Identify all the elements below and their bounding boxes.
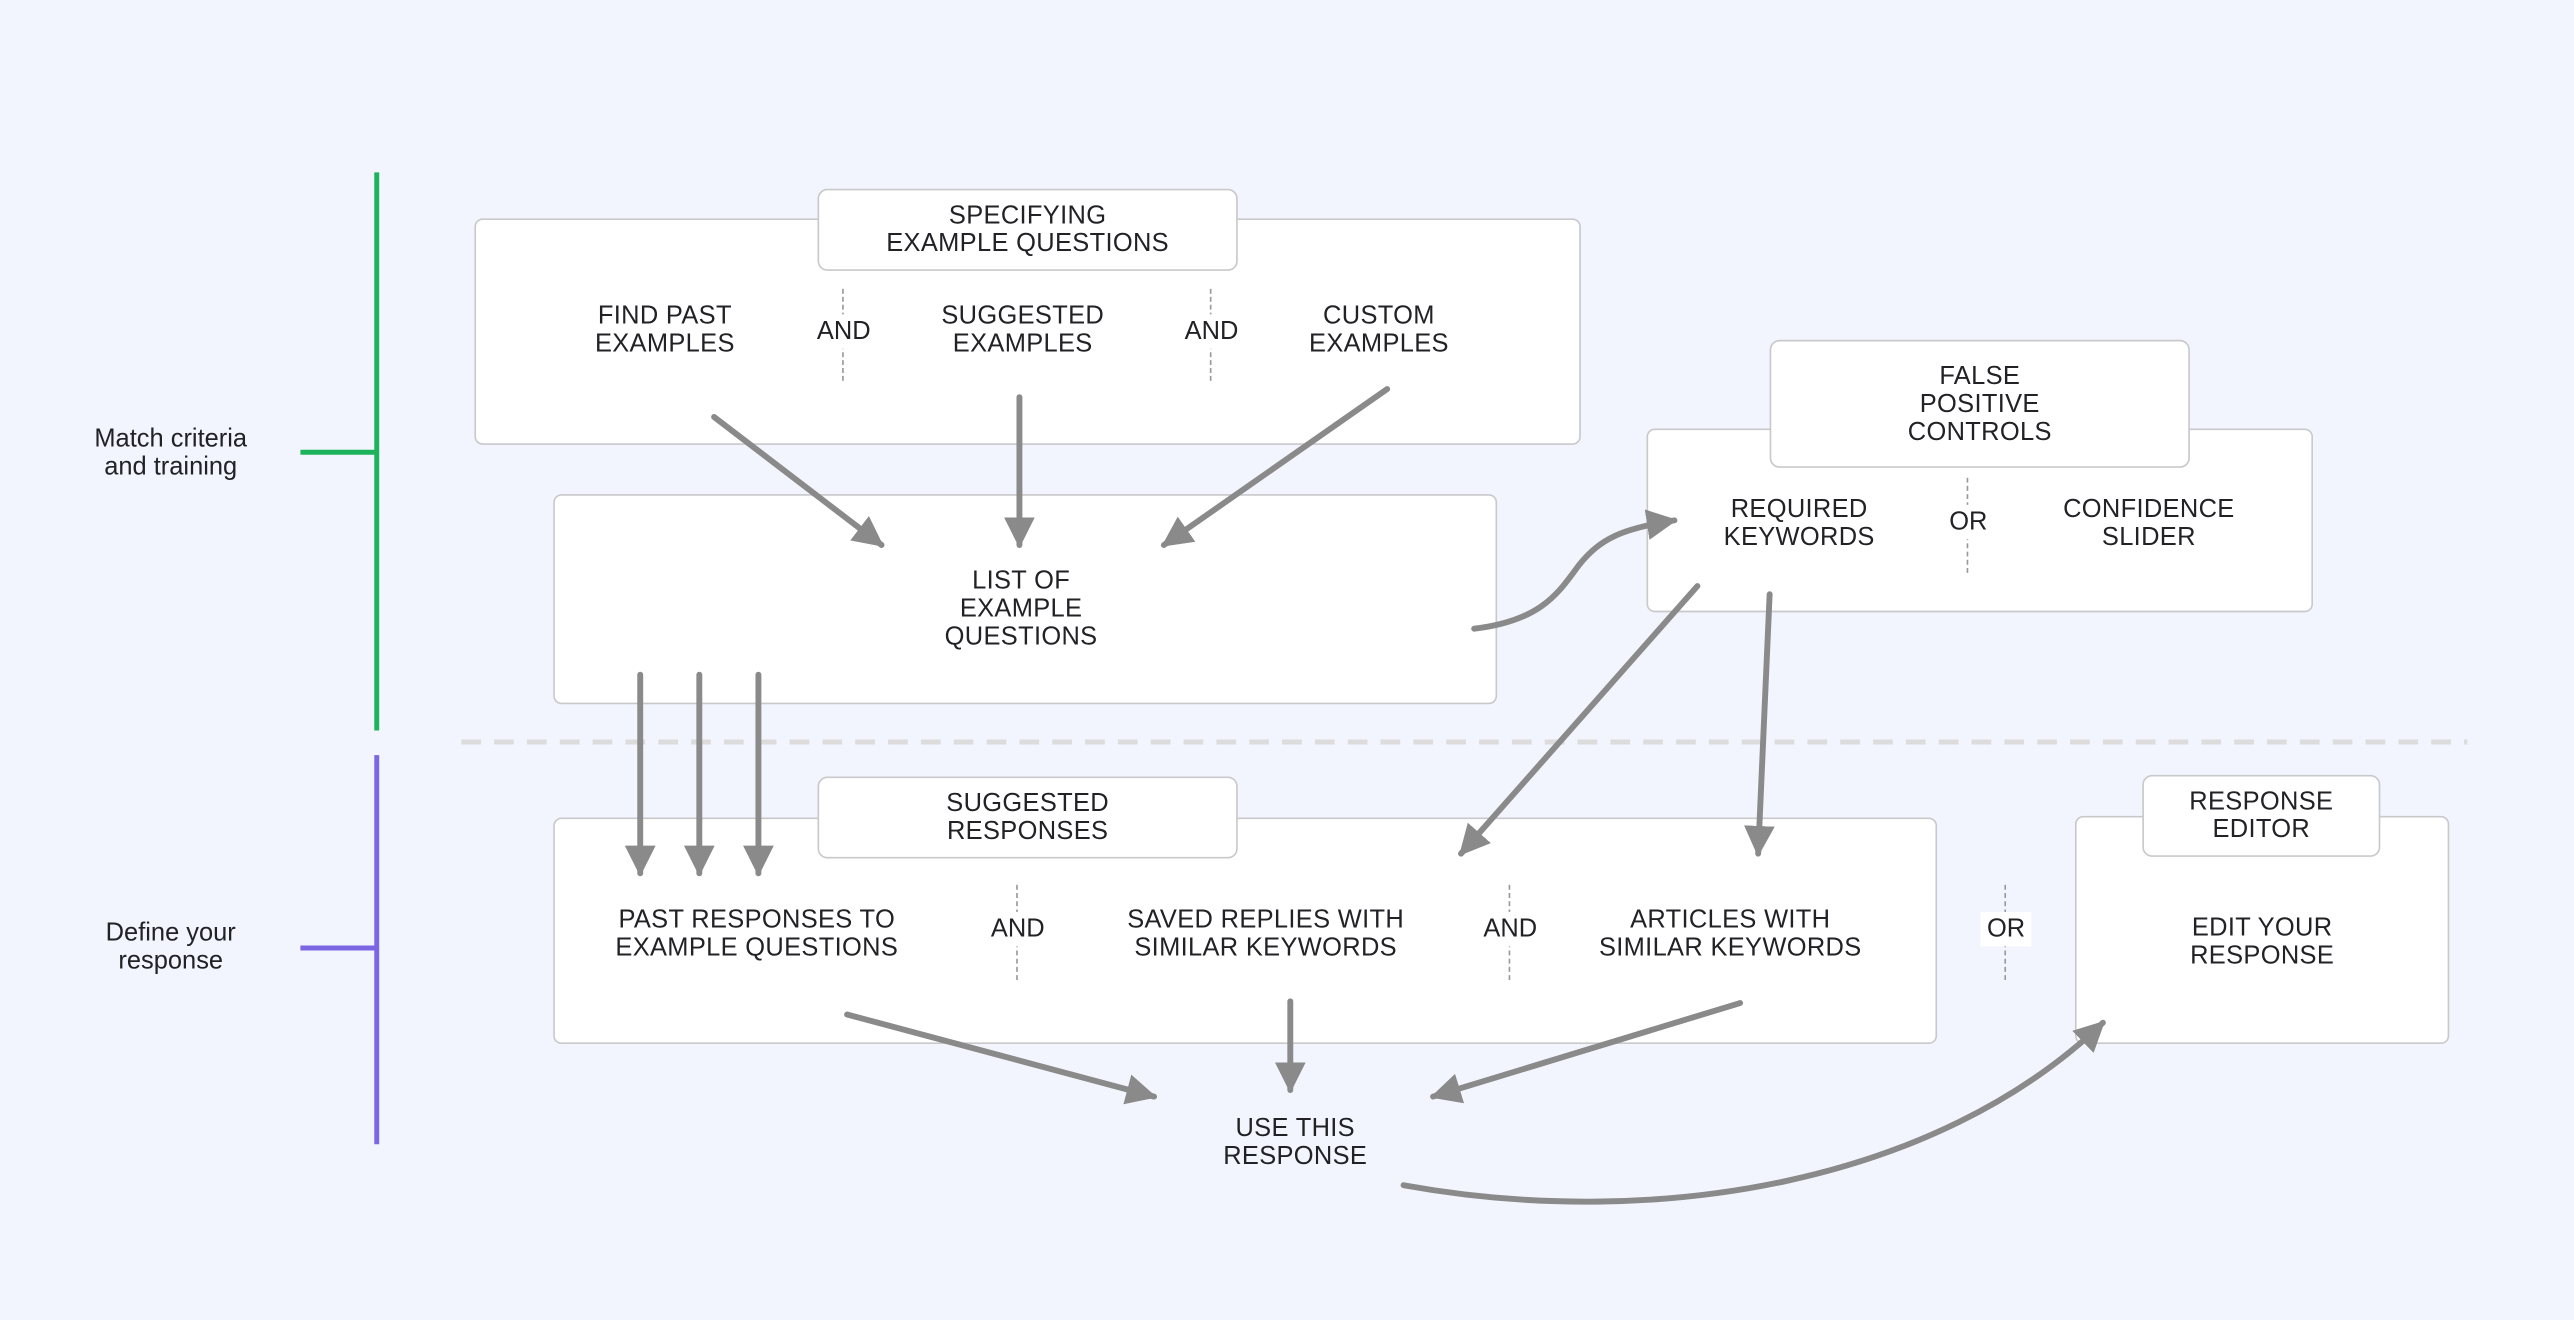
list-of-example-questions: LIST OF EXAMPLE QUESTIONS	[944, 567, 1098, 651]
arrow-use-this-to-edit-response	[1400, 1019, 2106, 1205]
arrow-required-keywords-to-saved-replies	[1458, 583, 1701, 857]
or-connector: OR	[1942, 504, 1994, 540]
arrow-find-past-to-list	[711, 414, 885, 548]
and-connector: AND	[1178, 314, 1245, 349]
edit-your-response[interactable]: EDIT YOUR RESPONSE	[2190, 914, 2335, 971]
confidence-slider[interactable]: CONFIDENCE SLIDER	[2063, 495, 2235, 552]
arrow-required-keywords-to-articles	[1744, 591, 1775, 857]
response-editor-title: RESPONSE EDITOR	[2189, 787, 2334, 844]
saved-replies-with-similar-keywords[interactable]: SAVED REPLIES WITH SIMILAR KEYWORDS	[1127, 906, 1405, 962]
arrow-past-responses-to-use-this	[844, 1011, 1158, 1105]
response-editor-title-tab: RESPONSE EDITOR	[2142, 774, 2381, 857]
suggested-responses-group	[553, 817, 1938, 1045]
suggested-examples[interactable]: SUGGESTED EXAMPLES	[941, 302, 1105, 358]
specifying-examples-title: SPECIFYING EXAMPLE QUESTIONS	[886, 201, 1169, 258]
required-keywords[interactable]: REQUIRED KEYWORDS	[1723, 495, 1875, 552]
suggested-responses-title: SUGGESTED RESPONSES	[946, 789, 1110, 846]
false-positive-controls-title: FALSE POSITIVE CONTROLS	[1907, 361, 2052, 446]
specifying-examples-title-tab: SPECIFYING EXAMPLE QUESTIONS	[817, 188, 1238, 271]
arrow-articles-to-use-this	[1430, 1000, 1744, 1104]
section-label-match-criteria: Match criteria and training	[94, 425, 248, 481]
and-connector: AND	[810, 314, 878, 349]
and-connector: AND	[984, 911, 1052, 947]
find-past-examples[interactable]: FIND PAST EXAMPLES	[594, 302, 735, 358]
suggested-responses-title-tab: SUGGESTED RESPONSES	[817, 776, 1238, 859]
use-this-response[interactable]: USE THIS RESPONSE	[1223, 1114, 1368, 1171]
and-connector: AND	[1476, 911, 1544, 947]
or-connector: OR	[1980, 911, 2032, 947]
articles-with-similar-keywords[interactable]: ARTICLES WITH SIMILAR KEYWORDS	[1598, 906, 1862, 962]
arrow-list-to-required-keywords	[1471, 509, 1678, 632]
arrow-custom-to-list	[1160, 386, 1391, 548]
false-positive-controls-title-tab: FALSE POSITIVE CONTROLS	[1769, 339, 2190, 468]
section-label-define-response: Define your response	[105, 919, 236, 976]
past-responses-to-example-questions[interactable]: PAST RESPONSES TO EXAMPLE QUESTIONS	[615, 906, 899, 962]
custom-examples[interactable]: CUSTOM EXAMPLES	[1309, 302, 1449, 358]
